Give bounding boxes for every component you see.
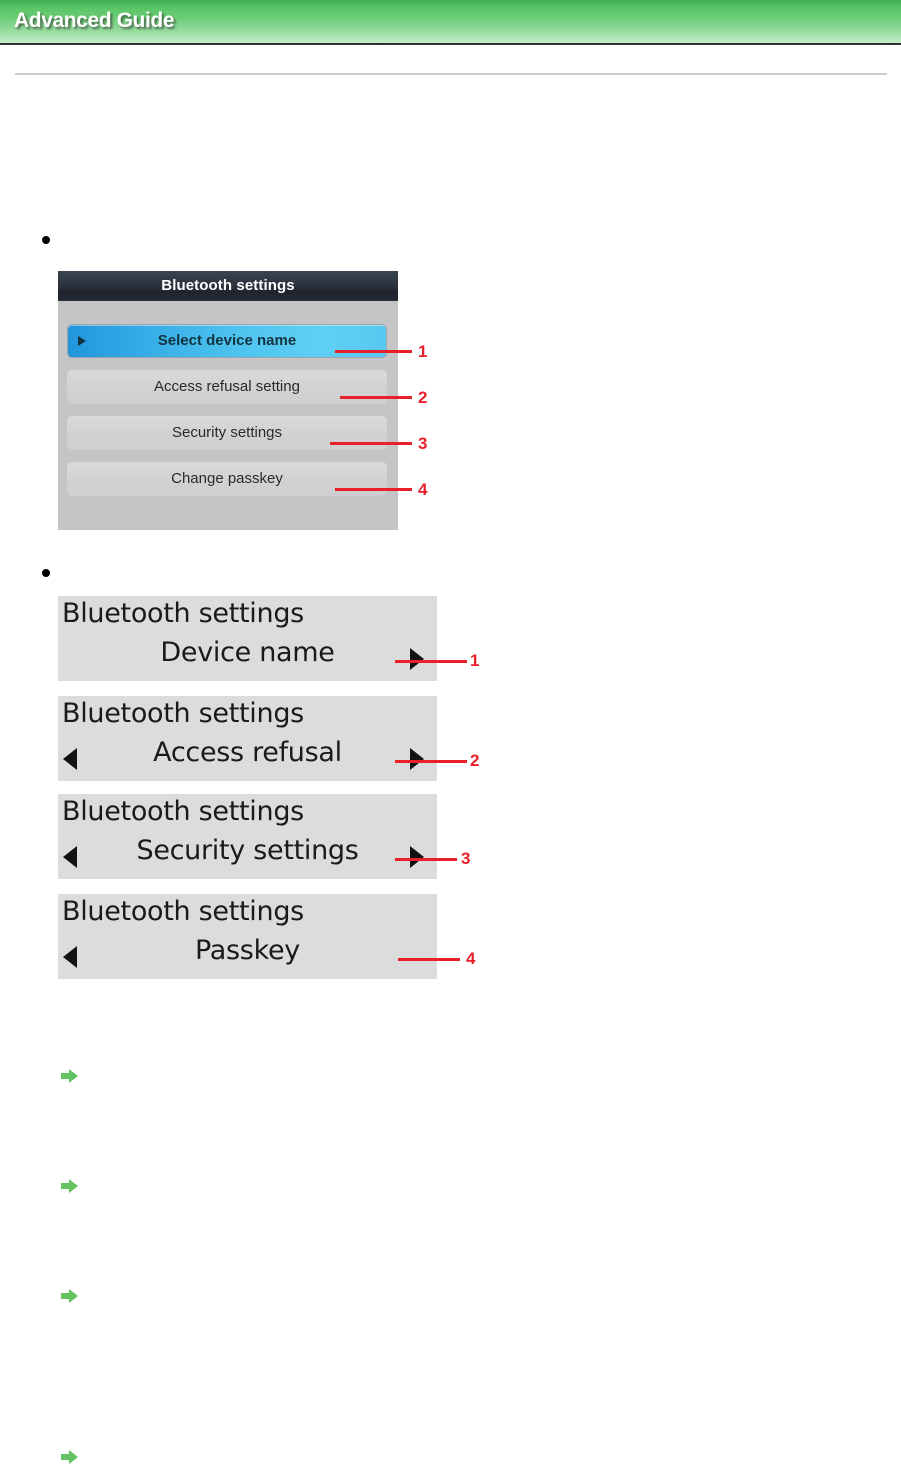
color-lcd-screen: Bluetooth settings Select device name Ac… xyxy=(58,271,398,530)
lcd-menu-item-select-device-name[interactable]: Select device name xyxy=(67,324,387,358)
bullet-marker-2 xyxy=(42,569,50,577)
cursor-triangle-icon xyxy=(78,336,86,346)
green-arrow-icon-2[interactable] xyxy=(61,1179,79,1193)
arrow-left-icon[interactable] xyxy=(63,946,77,968)
arrow-shaft xyxy=(61,1454,70,1460)
mono-lcd-value: Device name xyxy=(160,637,335,668)
lcd-menu-item-access-refusal-setting[interactable]: Access refusal setting xyxy=(67,370,387,404)
mono-lcd-screen-3: Bluetooth settings Security settings xyxy=(58,794,437,879)
lcd-menu-item-label: Change passkey xyxy=(171,470,283,487)
header-banner: Advanced Guide xyxy=(0,0,901,45)
mono-lcd-title: Bluetooth settings xyxy=(62,896,304,927)
arrow-right-icon[interactable] xyxy=(410,648,424,670)
mono-lcd-title: Bluetooth settings xyxy=(62,598,304,629)
lcd-menu-item-change-passkey[interactable]: Change passkey xyxy=(67,462,387,496)
green-arrow-icon-3[interactable] xyxy=(61,1289,79,1303)
callout-line-1 xyxy=(335,350,412,353)
callout-line-mono-2 xyxy=(395,760,467,763)
arrow-shaft xyxy=(61,1293,70,1299)
callout-number-1: 1 xyxy=(418,342,428,361)
green-arrow-icon-1[interactable] xyxy=(61,1069,79,1083)
callout-line-3 xyxy=(330,442,412,445)
callout-line-4 xyxy=(335,488,412,491)
lcd-title-text: Bluetooth settings xyxy=(161,277,295,294)
mono-lcd-value: Passkey xyxy=(195,935,300,966)
arrow-head xyxy=(69,1450,78,1464)
mono-lcd-screen-1: Bluetooth settings Device name xyxy=(58,596,437,681)
mono-lcd-title: Bluetooth settings xyxy=(62,698,304,729)
callout-line-mono-1 xyxy=(395,660,467,663)
callout-number-4: 4 xyxy=(418,480,428,499)
callout-number-mono-2: 2 xyxy=(470,751,480,770)
page-title: Advanced Guide xyxy=(14,9,175,32)
mono-lcd-value: Security settings xyxy=(136,835,359,866)
mono-lcd-screen-4: Bluetooth settings Passkey xyxy=(58,894,437,979)
lcd-menu-item-label: Select device name xyxy=(157,332,297,349)
callout-number-mono-3: 3 xyxy=(461,849,471,868)
mono-lcd-title: Bluetooth settings xyxy=(62,796,304,827)
arrow-right-icon[interactable] xyxy=(410,748,424,770)
arrow-head xyxy=(69,1069,78,1083)
callout-line-2 xyxy=(340,396,412,399)
arrow-head xyxy=(69,1179,78,1193)
callout-number-2: 2 xyxy=(418,388,428,407)
arrow-head xyxy=(69,1289,78,1303)
arrow-shaft xyxy=(61,1183,70,1189)
arrow-shaft xyxy=(61,1073,70,1079)
mono-lcd-value: Access refusal xyxy=(153,737,342,768)
green-arrow-icon-4[interactable] xyxy=(61,1450,79,1464)
callout-number-3: 3 xyxy=(418,434,428,453)
callout-number-mono-1: 1 xyxy=(470,651,480,670)
top-divider xyxy=(15,73,887,75)
callout-line-mono-4 xyxy=(398,958,460,961)
mono-lcd-screen-2: Bluetooth settings Access refusal xyxy=(58,696,437,781)
callout-line-mono-3 xyxy=(395,858,457,861)
arrow-right-icon[interactable] xyxy=(410,846,424,868)
arrow-left-icon[interactable] xyxy=(63,748,77,770)
lcd-menu-item-label: Access refusal setting xyxy=(154,378,300,395)
arrow-left-icon[interactable] xyxy=(63,846,77,868)
lcd-title-bar: Bluetooth settings xyxy=(58,271,398,301)
lcd-menu-item-label: Security settings xyxy=(171,424,283,441)
bullet-marker-1 xyxy=(42,236,50,244)
callout-number-mono-4: 4 xyxy=(466,949,476,968)
